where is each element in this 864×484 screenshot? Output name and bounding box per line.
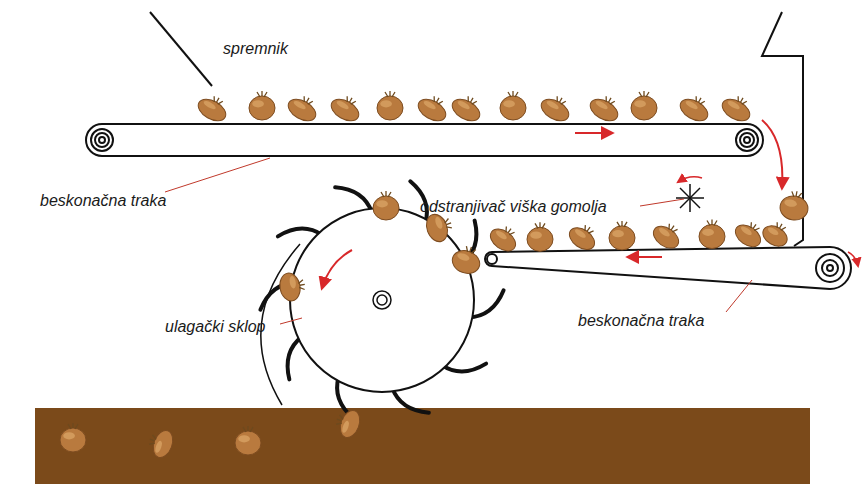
soil	[35, 408, 810, 484]
upper-belt	[86, 124, 763, 156]
potato	[278, 271, 307, 303]
potato	[587, 90, 624, 125]
wheel-tines	[260, 181, 503, 418]
excess-remover	[676, 184, 704, 212]
part-label: ulagački sklop	[165, 318, 266, 336]
motion-arrow	[322, 250, 352, 288]
potato	[778, 189, 811, 222]
potato	[332, 406, 363, 440]
potato	[449, 242, 485, 277]
motion-arrow	[628, 256, 662, 258]
potato	[538, 90, 575, 125]
potato	[565, 219, 601, 254]
potato	[373, 191, 399, 220]
part-label: odstranjivač viška gomolja	[420, 198, 607, 216]
potato	[500, 91, 526, 120]
wheel-hub	[373, 291, 391, 309]
potatoes	[60, 90, 811, 460]
potato	[631, 91, 657, 120]
potato	[486, 221, 522, 256]
potato	[759, 217, 793, 250]
potato	[449, 90, 486, 125]
potato	[377, 91, 403, 120]
part-label: beskonačna traka	[40, 192, 166, 210]
planting-wheel	[290, 208, 474, 392]
motion-arrow	[762, 120, 782, 188]
motion-arrow	[678, 177, 702, 182]
potato	[649, 218, 685, 253]
part-label: beskonačna traka	[578, 312, 704, 330]
potato	[609, 221, 635, 250]
potato	[195, 90, 232, 125]
potato	[699, 220, 725, 249]
potato	[731, 216, 767, 251]
leader-lines	[165, 158, 752, 324]
potato	[60, 423, 86, 452]
hopper-wall	[150, 12, 212, 86]
potato	[527, 222, 553, 251]
potato	[415, 90, 452, 125]
motion-arrow	[575, 132, 612, 134]
wheel-hub	[377, 295, 387, 305]
potato	[145, 426, 176, 460]
motion-arrow	[848, 252, 858, 266]
potato	[328, 90, 365, 125]
potato	[235, 426, 261, 455]
potato	[285, 90, 322, 125]
potato	[249, 91, 275, 120]
potato	[719, 90, 756, 125]
part-label: spremnik	[223, 40, 288, 58]
potato	[677, 90, 714, 125]
lower-belt	[485, 247, 851, 289]
